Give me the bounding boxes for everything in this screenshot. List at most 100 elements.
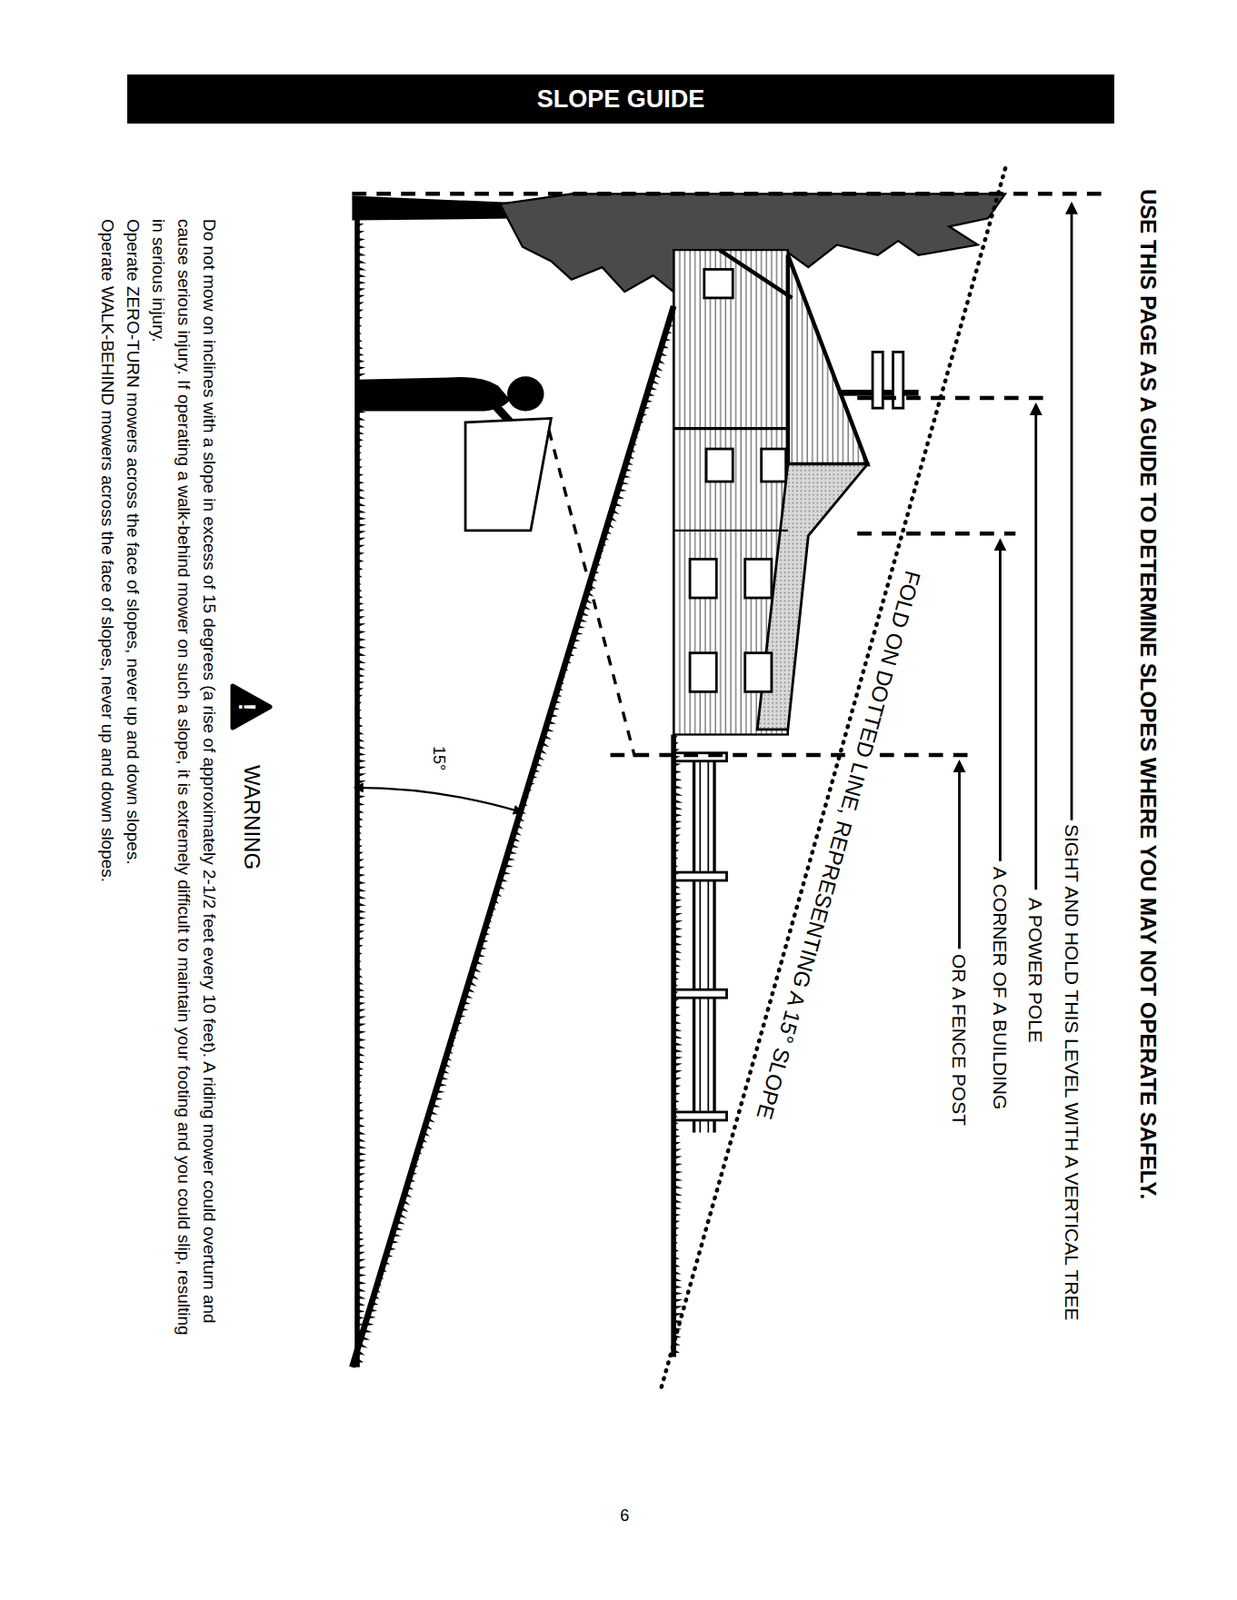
grass-tuft [357,652,367,657]
grass-tuft [673,1292,683,1297]
grass-tuft [357,738,365,742]
grass-tuft [673,1170,683,1175]
grass-tuft [673,741,679,746]
grass-tuft [357,1245,365,1249]
grass-tuft [673,1070,682,1075]
grass-tuft [404,1192,413,1198]
grass-tuft [357,530,367,535]
grass-tuft [357,995,366,999]
grass-tuft [670,309,676,314]
grass-tuft [466,987,476,993]
grass-tuft [437,1083,448,1088]
grass-tuft [357,708,362,713]
grass-tuft [673,913,683,918]
grass-tuft [357,745,366,749]
grass-tuft [532,768,540,773]
grass-tuft [579,610,589,617]
grass-tuft [521,802,528,807]
window [689,558,717,599]
grass-tuft [357,1009,367,1014]
grass-tuft [357,280,367,285]
grass-tuft [592,569,600,574]
grass-tuft [673,1106,679,1110]
grass-tuft [357,266,367,270]
house-wall [673,249,789,735]
grass-tuft [357,338,363,342]
grass-tuft [422,1130,430,1138]
window [704,269,733,298]
grass-tuft [540,740,550,748]
grass-tuft [357,895,367,899]
grass-tuft [625,460,634,466]
grass-tuft [357,573,363,578]
grass-tuft [357,273,367,278]
wall-edge [673,529,789,532]
grass-tuft [406,1185,414,1190]
grass-tuft [673,835,681,839]
grass-tuft [658,351,668,357]
grass-tuft [482,932,490,937]
grass-tuft [673,1242,679,1247]
grass-tuft [555,693,563,698]
grass-tuft [357,588,362,592]
grass-tuft [357,1073,363,1078]
grass-tuft [673,1041,683,1046]
grass-tuft [418,1144,426,1148]
grass-tuft [673,935,683,939]
grass-tuft [357,1109,364,1114]
grass-tuft [357,752,367,757]
grass-tuft [673,1185,683,1189]
fence-rail [692,757,696,1133]
grass-tuft [357,1066,364,1070]
wall-edge [673,427,789,430]
grass-tuft [488,912,494,918]
grass-tuft [673,848,679,853]
grass-tuft [357,458,362,463]
grass-tuft [357,1280,367,1285]
grass-tuft [594,563,601,568]
sight-line [548,430,635,758]
grass-tuft [673,1035,683,1039]
grass-tuft [357,1273,367,1277]
grass-tuft [547,720,557,725]
grass-tuft [445,1056,452,1062]
grass-tuft [586,590,595,598]
grass-tuft [357,480,365,485]
grass-tuft [534,761,543,767]
grass-tuft [476,953,486,958]
grass-tuft [357,852,364,857]
grass-tuft [357,551,365,556]
grass-tuft [673,785,683,789]
grass-tuft [357,959,362,964]
grass-tuft [357,1137,367,1142]
grass-tuft [469,973,479,980]
grass-tuft [578,618,588,622]
grass-tuft [357,1045,366,1049]
grass-tuft [357,1080,362,1085]
grass-tuft [393,1227,403,1231]
grass-tuft [387,1246,396,1251]
window [745,653,772,693]
grass-tuft [497,884,506,889]
grass-tuft [357,830,362,835]
grass-tuft [357,780,367,785]
grass-tuft [357,866,366,870]
grass-tuft [357,945,364,949]
warning-paragraph: Operate ZERO-TURN mowers across the face… [119,219,146,1339]
grass-tuft [401,1199,410,1207]
grass [354,201,683,1364]
grass-tuft [357,909,367,914]
house-roof [757,464,868,730]
grass-tuft [673,1348,680,1353]
grass-tuft [673,1113,679,1118]
grass-tuft [673,841,680,846]
grass-tuft [377,1281,382,1287]
grass-tuft [357,1030,367,1035]
grass-tuft [357,1102,364,1107]
grass-tuft [673,1177,683,1182]
grass-tuft [357,602,364,607]
grass-tuft [399,1206,409,1213]
grass-tuft [673,1248,679,1253]
grass-tuft [357,1016,367,1020]
grass-tuft [428,1110,439,1116]
